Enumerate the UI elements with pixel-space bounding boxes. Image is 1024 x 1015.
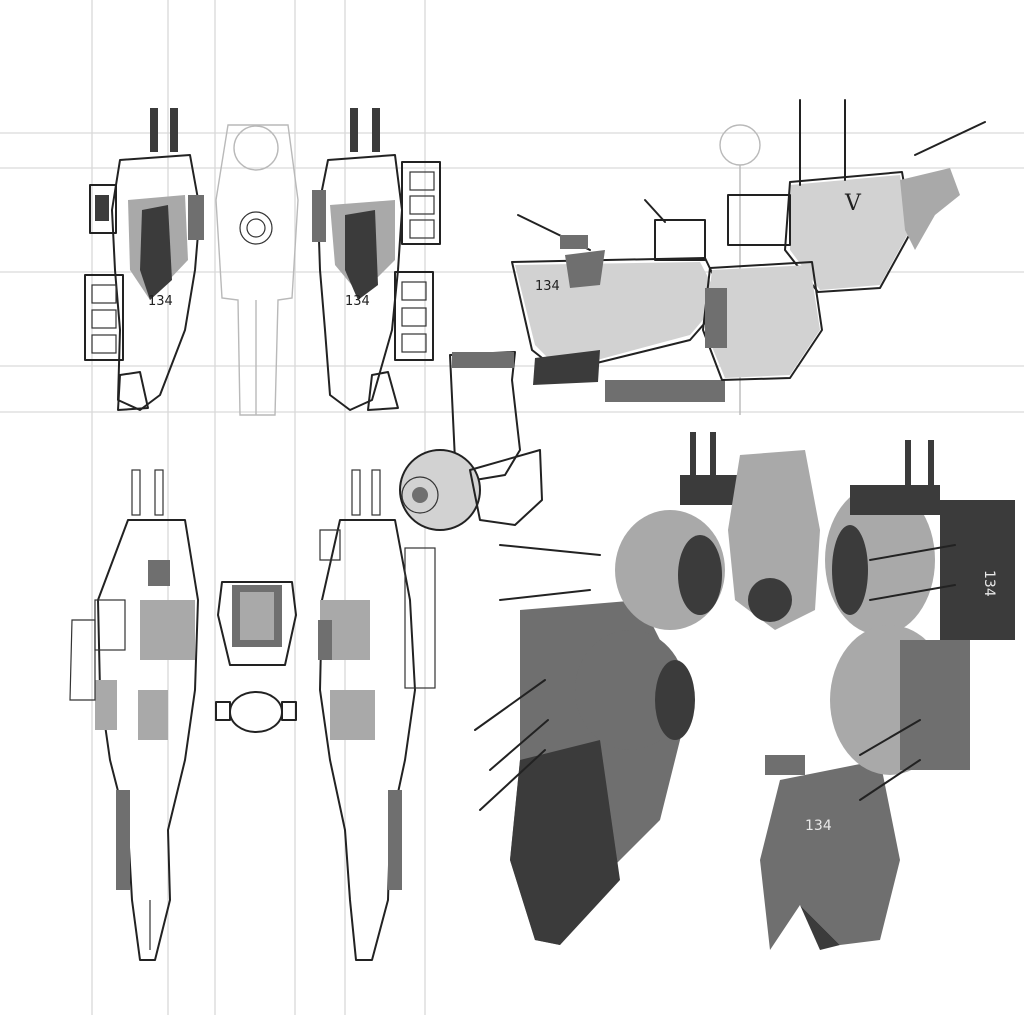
mech-bottom-view-sketch-icon xyxy=(318,469,436,961)
hull-number-render-front: 134 xyxy=(981,570,997,597)
hull-number-front-sketch: 134 xyxy=(148,294,173,309)
mech-top-view-sketch-icon xyxy=(69,469,199,961)
leg-detail-sketch-icon xyxy=(399,351,543,531)
human-scale-reference-figure-icon xyxy=(215,124,299,416)
hull-number-render-bow: 134 xyxy=(805,818,832,834)
hull-number-back-sketch: 134 xyxy=(345,294,370,309)
mech-side-view-sketch-icon xyxy=(511,99,986,415)
battleship-mech-render-front-icon xyxy=(760,440,1015,950)
mech-front-view-sketch-icon xyxy=(84,108,204,411)
hull-number-side-sketch: 134 xyxy=(535,279,560,294)
emblem-letter: V xyxy=(844,191,862,216)
backpack-detail-sketch-icon xyxy=(215,581,297,733)
battleship-mech-render-side-icon xyxy=(474,432,820,945)
mech-back-view-sketch-icon xyxy=(312,108,441,411)
